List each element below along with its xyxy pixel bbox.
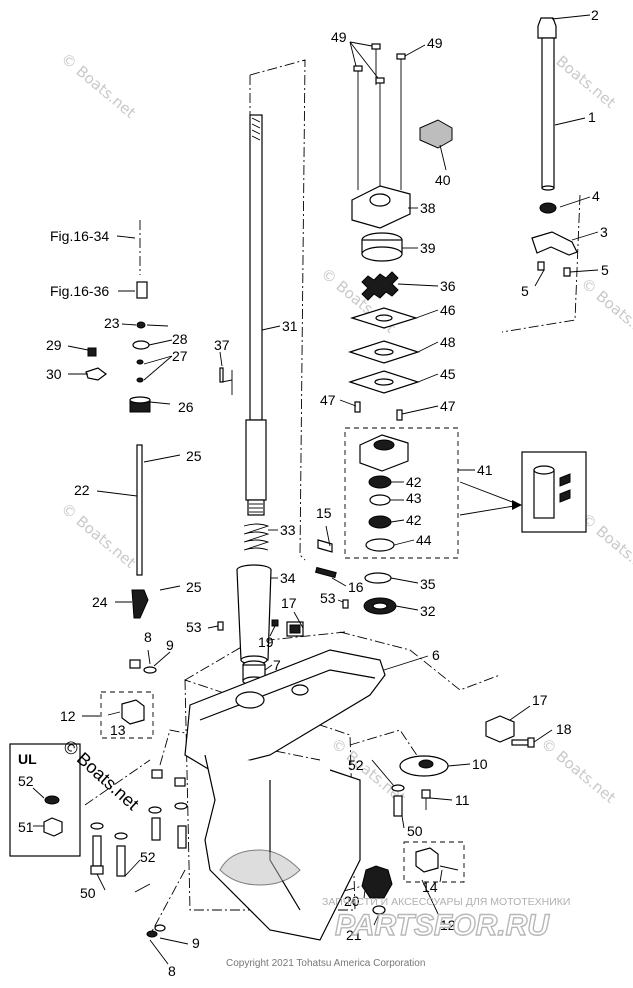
- callout-14: 14: [422, 879, 438, 895]
- callout-34: 34: [280, 570, 296, 586]
- callout-29: 29: [46, 337, 62, 353]
- callout-17: 17: [281, 595, 297, 611]
- callout-40: 40: [435, 172, 451, 188]
- callout-17: 17: [532, 692, 548, 708]
- callout-46: 46: [440, 302, 456, 318]
- callout-1: 1: [588, 109, 596, 125]
- callout-13: 13: [110, 722, 126, 738]
- callout-21: 21: [346, 927, 362, 943]
- callout-19: 19: [258, 634, 274, 650]
- callout-35: 35: [420, 576, 436, 592]
- figure-reference: Fig.16-36: [50, 283, 109, 299]
- callout-27: 27: [172, 348, 188, 364]
- callout-28: 28: [172, 331, 188, 347]
- watermark: © Boats.net: [577, 274, 633, 347]
- callout-12: 12: [440, 917, 456, 933]
- callout-3: 3: [600, 224, 608, 240]
- callout-24: 24: [92, 594, 108, 610]
- callout-50: 50: [80, 885, 96, 901]
- callout-48: 48: [440, 334, 456, 350]
- callout-11: 11: [455, 792, 470, 808]
- callout-2: 2: [591, 7, 599, 23]
- callout-25: 25: [186, 448, 202, 464]
- inset-title: UL: [18, 751, 37, 767]
- callout-9: 9: [192, 935, 200, 951]
- callout-42: 42: [406, 474, 422, 490]
- callout-31: 31: [282, 318, 298, 334]
- trim-tab: [399, 755, 449, 810]
- callout-51: 51: [18, 819, 34, 835]
- watermark: © Boats.net: [57, 499, 139, 572]
- sleeve: [236, 564, 272, 665]
- callout-12: 12: [60, 708, 76, 724]
- drive-shaft: [245, 114, 267, 516]
- callout-41: 41: [477, 462, 493, 478]
- callout-47: 47: [440, 398, 456, 414]
- callout-52: 52: [140, 849, 156, 865]
- callout-25: 25: [186, 579, 202, 595]
- callout-6: 6: [432, 647, 440, 663]
- callout-39: 39: [420, 240, 436, 256]
- figure-reference: Fig.16-34: [50, 228, 109, 244]
- callout-49: 49: [427, 35, 443, 51]
- callout-15: 15: [316, 505, 332, 521]
- callout-5: 5: [601, 262, 609, 278]
- callout-22: 22: [74, 482, 90, 498]
- callout-8: 8: [144, 629, 152, 645]
- callout-18: 18: [556, 721, 572, 737]
- callout-50: 50: [407, 823, 423, 839]
- callout-30: 30: [46, 366, 62, 382]
- callout-42: 42: [406, 512, 422, 528]
- callout-32: 32: [420, 603, 436, 619]
- callout-26: 26: [178, 399, 194, 415]
- shop-caption: ЗАПЧАСТИ И АКСЕССУАРЫ ДЛЯ МОТОТЕХНИКИ: [322, 896, 570, 908]
- spring: [243, 523, 270, 551]
- copyright-text: Copyright 2021 Tohatsu America Corporati…: [226, 958, 425, 969]
- callout-38: 38: [420, 200, 436, 216]
- callout-33: 33: [280, 522, 296, 538]
- callout-37: 37: [214, 337, 230, 353]
- ul-inset: UL: [9, 743, 81, 857]
- callout-45: 45: [440, 366, 456, 382]
- gear-case: [184, 649, 386, 941]
- shop-logo: PARTSFOR.RU: [335, 909, 550, 942]
- callout-9: 9: [166, 637, 174, 653]
- callout-20: 20: [344, 893, 360, 909]
- callout-7: 7: [273, 657, 281, 673]
- shift-rod-assembly: [85, 220, 233, 619]
- callout-36: 36: [440, 278, 456, 294]
- callout-8: 8: [168, 963, 176, 979]
- water-pump-stack: [344, 43, 459, 615]
- callout-16: 16: [348, 579, 364, 595]
- leader-lines: [32, 14, 599, 965]
- callout-49: 49: [331, 29, 347, 45]
- callout-43: 43: [406, 490, 422, 506]
- callout-labels: 2 1 4 3 5 5 49 49 40 38 39 36 46 48 45 4…: [18, 7, 609, 979]
- water-inlet: [286, 621, 535, 748]
- watermark: © Boats.net: [537, 734, 619, 807]
- pins: [314, 539, 337, 579]
- callout-5: 5: [521, 283, 529, 299]
- anode-left: [100, 691, 154, 739]
- callout-53: 53: [320, 590, 336, 606]
- callout-52: 52: [18, 773, 34, 789]
- callout-44: 44: [416, 532, 432, 548]
- callout-47: 47: [320, 392, 336, 408]
- anode-right: [403, 841, 465, 883]
- callout-10: 10: [472, 756, 488, 772]
- detail-inset: [459, 451, 587, 533]
- water-pipe-assembly: [531, 17, 578, 277]
- callout-4: 4: [592, 188, 600, 204]
- callout-53: 53: [186, 619, 202, 635]
- watermark: © Boats.net: [57, 49, 139, 122]
- callout-23: 23: [104, 315, 120, 331]
- callout-52: 52: [348, 757, 364, 773]
- lower-fasteners: [90, 599, 405, 938]
